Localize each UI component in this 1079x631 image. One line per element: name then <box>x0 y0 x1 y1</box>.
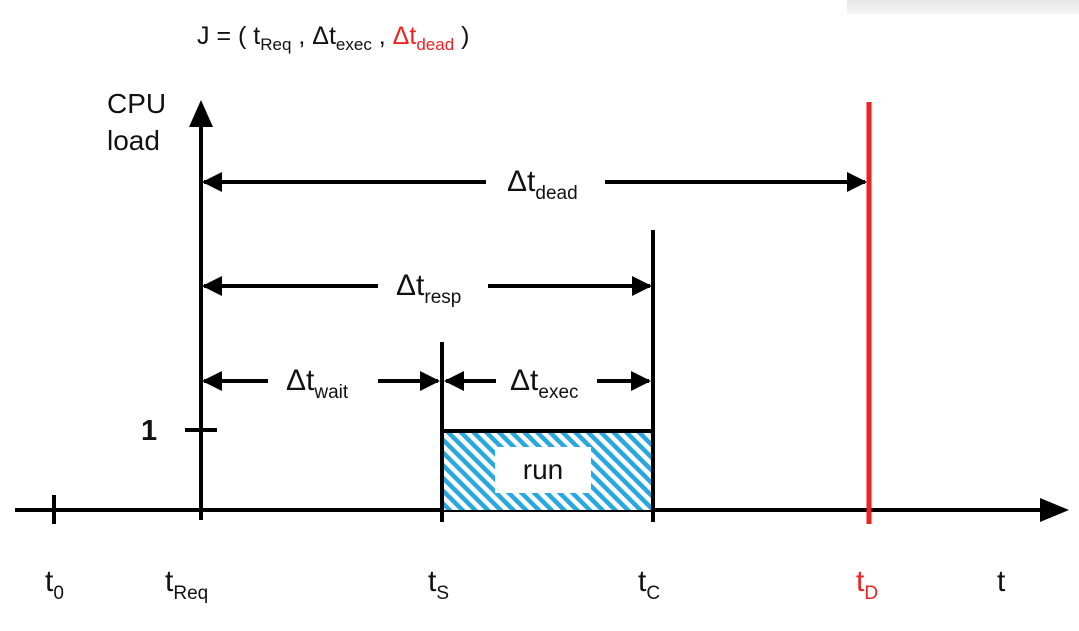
formula-exec-sub: exec <box>336 35 372 54</box>
formula-delta-exec: Δt <box>312 22 336 50</box>
y-axis-label-load: load <box>107 125 160 156</box>
formula-delta-dead: Δt <box>393 22 417 50</box>
job-formula: J = ( tReq , Δtexec , Δtdead ) <box>197 22 469 54</box>
formula-suffix: ) <box>454 22 469 50</box>
formula-dead-sub: dead <box>416 35 454 54</box>
x-label-td: tD <box>856 565 878 604</box>
formula-t: t <box>253 22 260 50</box>
wait-interval-label: Δtwait <box>286 364 349 403</box>
y-axis-arrowhead <box>189 100 213 127</box>
run-label: run <box>523 454 563 485</box>
exec-interval-label: Δtexec <box>510 364 579 403</box>
x-axis-arrowhead <box>1040 498 1069 522</box>
y-tick-one-label: 1 <box>141 415 157 447</box>
resp-interval-label: Δtresp <box>396 269 461 308</box>
x-label-ts: tS <box>428 565 449 604</box>
formula-sep1: , <box>291 22 312 50</box>
dead-interval-label: Δtdead <box>507 165 578 204</box>
corner-shadow <box>847 0 1079 14</box>
x-label-t0: t0 <box>45 565 64 604</box>
formula-sep2: , <box>372 22 393 50</box>
formula-prefix: J = ( <box>197 22 253 50</box>
run-label-bg <box>495 447 591 493</box>
x-label-t: t <box>997 565 1006 598</box>
y-axis-label-cpu: CPU <box>107 88 166 119</box>
formula-req-sub: Req <box>260 35 291 54</box>
x-label-tc: tC <box>638 565 660 604</box>
x-label-treq: tReq <box>165 565 208 604</box>
